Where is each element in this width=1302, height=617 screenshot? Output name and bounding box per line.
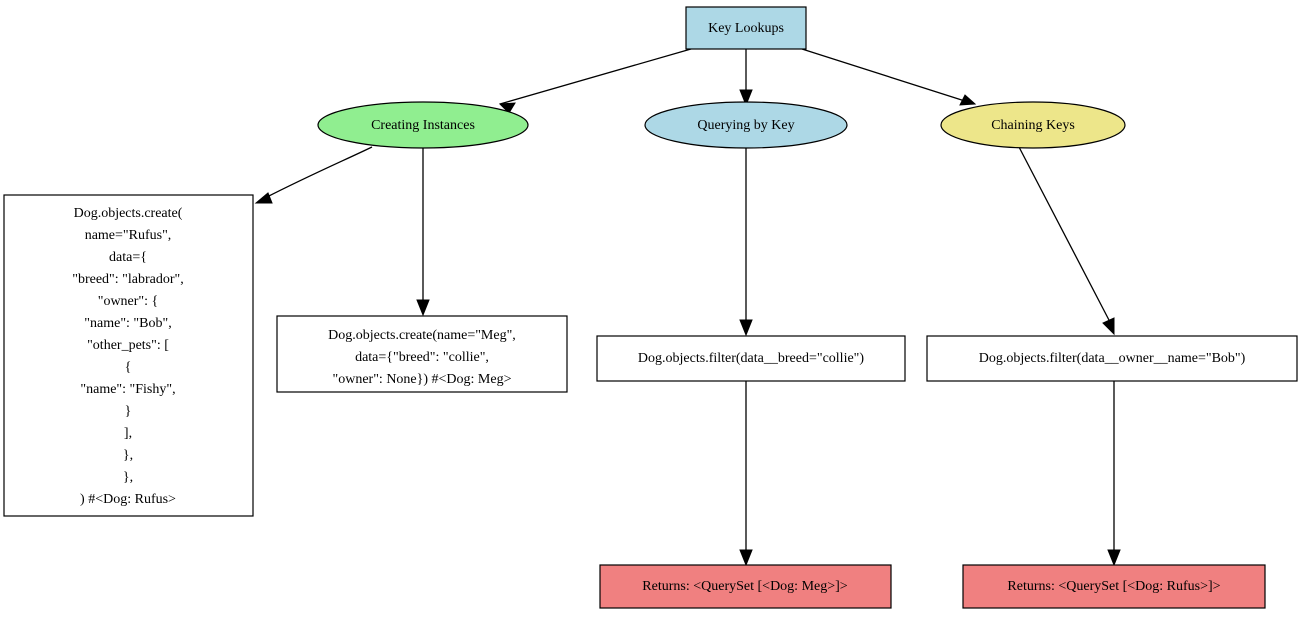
node-returns-meg-label: Returns: <QuerySet [<Dog: Meg>]>	[642, 579, 847, 594]
node-key-lookups-shape[interactable]	[685, 6, 807, 50]
code-rufus-line-2: data={	[109, 250, 147, 265]
node-querying-by-key[interactable]: Querying by Key	[644, 101, 848, 149]
edge-chaining-to-filter-owner	[1018, 146, 1115, 336]
node-code-create-rufus[interactable]: Dog.objects.create( name="Rufus", data={…	[3, 194, 254, 517]
node-code-create-meg-shape[interactable]	[276, 315, 568, 393]
code-rufus-line-1: name="Rufus",	[85, 228, 172, 243]
code-meg-line-0: Dog.objects.create(name="Meg",	[328, 328, 516, 343]
edge-querying-to-filter-breed	[739, 148, 753, 337]
edges-layer	[254, 48, 1121, 567]
code-rufus-line-10: ],	[124, 426, 132, 441]
node-key-lookups[interactable]: Key Lookups	[685, 6, 807, 50]
nodes-layer: Key Lookups Creating Instances Querying …	[3, 6, 1298, 609]
code-rufus-line-8: "name": "Fishy",	[80, 382, 175, 397]
node-returns-meg-shape[interactable]	[599, 564, 892, 609]
code-meg-line-2: "owner": None}) #<Dog: Meg>	[333, 372, 512, 387]
code-rufus-line-0: Dog.objects.create(	[74, 206, 183, 221]
node-creating-instances-shape[interactable]	[317, 101, 529, 149]
code-rufus-line-9: }	[125, 404, 132, 419]
node-returns-rufus[interactable]: Returns: <QuerySet [<Dog: Rufus>]>	[962, 564, 1266, 609]
code-rufus-line-3: "breed": "labrador",	[72, 272, 183, 287]
edge-creating-to-code-meg	[416, 148, 430, 317]
edge-root-to-querying	[739, 49, 753, 107]
code-rufus-line-11: },	[123, 448, 133, 463]
code-rufus-line-13: ) #<Dog: Rufus>	[80, 492, 176, 507]
code-rufus-line-12: },	[123, 470, 133, 485]
node-querying-by-key-shape[interactable]	[644, 101, 848, 149]
node-creating-instances[interactable]: Creating Instances	[317, 101, 529, 149]
node-chaining-keys[interactable]: Chaining Keys	[940, 101, 1126, 149]
code-rufus-line-6: "other_pets": [	[87, 338, 169, 353]
node-filter-breed[interactable]: Dog.objects.filter(data__breed="collie")	[596, 335, 906, 382]
node-code-create-meg[interactable]: Dog.objects.create(name="Meg", data={"br…	[276, 315, 568, 393]
node-creating-instances-label: Creating Instances	[371, 118, 475, 133]
node-filter-owner[interactable]: Dog.objects.filter(data__owner__name="Bo…	[926, 335, 1298, 382]
edge-filter-breed-to-returns-meg	[739, 381, 753, 567]
node-querying-by-key-label: Querying by Key	[697, 118, 794, 133]
node-returns-meg[interactable]: Returns: <QuerySet [<Dog: Meg>]>	[599, 564, 892, 609]
code-rufus-line-7: {	[125, 360, 132, 375]
node-returns-rufus-shape[interactable]	[962, 564, 1266, 609]
code-rufus-line-4: "owner": {	[98, 294, 159, 309]
edge-root-to-creating	[498, 48, 692, 114]
edge-filter-owner-to-returns-rufus	[1107, 381, 1121, 567]
node-key-lookups-label: Key Lookups	[708, 21, 784, 36]
node-returns-rufus-label: Returns: <QuerySet [<Dog: Rufus>]>	[1007, 579, 1220, 594]
code-meg-line-1: data={"breed": "collie",	[355, 350, 489, 365]
edge-creating-to-code-rufus	[254, 146, 373, 204]
node-code-create-rufus-shape[interactable]	[3, 194, 254, 517]
node-filter-owner-shape[interactable]	[926, 335, 1298, 382]
node-chaining-keys-label: Chaining Keys	[991, 118, 1075, 133]
code-rufus-line-5: "name": "Bob",	[84, 316, 171, 331]
node-filter-breed-label: Dog.objects.filter(data__breed="collie")	[638, 351, 864, 366]
node-filter-owner-label: Dog.objects.filter(data__owner__name="Bo…	[979, 351, 1246, 366]
edge-root-to-chaining	[801, 48, 977, 106]
node-chaining-keys-shape[interactable]	[940, 101, 1126, 149]
node-filter-breed-shape[interactable]	[596, 335, 906, 382]
